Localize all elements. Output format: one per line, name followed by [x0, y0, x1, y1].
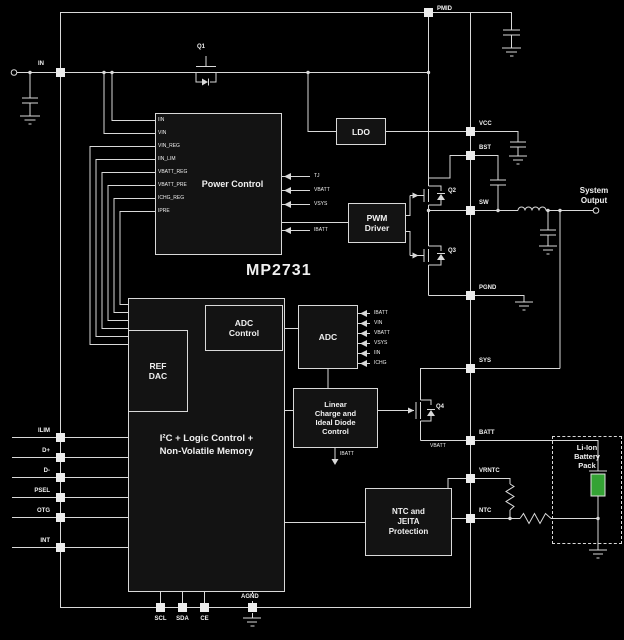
pin-ilim	[56, 433, 65, 442]
adc-block: ADC	[298, 305, 358, 369]
pin-batt	[466, 436, 475, 445]
pin-in	[56, 68, 65, 77]
adc-signal-ibatt: IBATT	[374, 310, 388, 316]
pin-sys	[466, 364, 475, 373]
system-output-terminal-icon	[592, 207, 600, 214]
pin-int	[56, 543, 65, 552]
pin-label-sys: SYS	[479, 358, 492, 364]
pin-ntc	[466, 514, 475, 523]
pin-pmid	[424, 8, 433, 17]
pin-label-ilim: ILIM	[38, 428, 50, 434]
signal-vin-reg: VIN_REG	[158, 143, 180, 149]
signal-ibatt-sense: IBATT	[314, 227, 328, 233]
pin-psel	[56, 493, 65, 502]
pin-label-ce: CE	[200, 616, 209, 622]
pin-dplus	[56, 453, 65, 462]
pin-label-dplus: D+	[42, 448, 50, 454]
linear-charge-block: Linear Charge and Ideal Diode Control	[293, 388, 378, 448]
pin-vrntc	[466, 474, 475, 483]
battery-pack-box: Li-Ion Battery Pack	[552, 436, 622, 544]
vrntc-resistor-icon	[505, 483, 515, 511]
capacitor-icons	[22, 29, 556, 236]
q4-body-diode-icon	[427, 410, 435, 416]
junction-dots	[28, 70, 600, 521]
adc-signal-ichg: ICHG	[374, 360, 387, 366]
pin-label-agnd: AGND	[240, 594, 260, 601]
signal-vsys-sense: VSYS	[314, 201, 328, 207]
signal-ibatt: IBATT	[340, 451, 354, 457]
signal-vbatt-sense: VBATT	[314, 187, 330, 193]
adc-signal-vsys: VSYS	[374, 340, 388, 346]
signal-ipre: IPRE	[158, 208, 170, 214]
arrowheads	[202, 78, 445, 465]
pin-label-otg: OTG	[37, 508, 50, 514]
pin-label-scl: SCL	[154, 616, 167, 622]
q1-body-diode-icon	[202, 78, 208, 86]
q4-label: Q4	[436, 404, 445, 410]
pin-label-vcc: VCC	[479, 121, 492, 127]
battery-cell-icon	[590, 473, 606, 497]
q2-body-diode-icon	[437, 194, 445, 200]
pin-scl	[156, 603, 165, 612]
chip-outline	[60, 12, 471, 608]
pin-ce	[200, 603, 209, 612]
pin-label-sda: SDA	[176, 616, 189, 622]
signal-iin: IIN	[158, 117, 165, 123]
ldo-block: LDO	[336, 118, 386, 145]
pin-label-psel: PSEL	[34, 488, 50, 494]
signal-vbatt-pre: VBATT_PRE	[158, 182, 187, 188]
ntc-jeita-block: NTC and JEITA Protection	[365, 488, 452, 556]
pin-label-dminus: D-	[43, 468, 50, 474]
pin-label-batt: BATT	[479, 430, 495, 436]
pin-vcc	[466, 127, 475, 136]
pin-sda	[178, 603, 187, 612]
q1-label: Q1	[197, 44, 206, 50]
pwm-driver-block: PWM Driver	[348, 203, 406, 243]
q3-label: Q3	[448, 248, 457, 254]
signal-iin-lim: IIN_LIM	[158, 156, 176, 162]
adc-control-block: ADC Control	[205, 305, 283, 351]
pin-label-pmid: PMID	[437, 6, 452, 12]
pin-agnd	[248, 603, 257, 612]
ground-icons	[20, 47, 607, 627]
adc-signal-vbatt: VBATT	[374, 330, 390, 336]
ref-dac-block: REF DAC	[128, 330, 188, 412]
power-control-block: Power Control	[155, 113, 282, 255]
system-output-label: System Output	[579, 186, 609, 205]
pin-bst	[466, 151, 475, 160]
pin-label-vrntc: VRNTC	[479, 468, 500, 474]
pin-sw	[466, 206, 475, 215]
ntc-thermistor-icon	[519, 512, 552, 525]
signal-vin: VIN	[158, 130, 167, 136]
signal-vbatt: VBATT	[429, 443, 447, 449]
q2-label: Q2	[448, 188, 457, 194]
pin-label-sw: SW	[479, 200, 489, 206]
pin-otg	[56, 513, 65, 522]
pin-dminus	[56, 473, 65, 482]
chip-title: MP2731	[246, 262, 312, 279]
pin-label-pgnd: PGND	[479, 285, 497, 291]
input-terminal-icon	[10, 69, 18, 76]
adc-signal-iin: IIN	[374, 350, 381, 356]
signal-ichg-reg: ICHG_REG	[158, 195, 185, 201]
inductor-icon	[517, 206, 547, 211]
pin-label-in: IN	[38, 61, 44, 67]
signal-vbatt-reg: VBATT_REG	[158, 169, 188, 175]
pin-label-int: INT	[40, 538, 50, 544]
pin-label-ntc: NTC	[479, 508, 492, 514]
q3-body-diode-icon	[437, 254, 445, 260]
adc-signal-vin: VIN	[374, 320, 383, 326]
pin-pgnd	[466, 291, 475, 300]
signal-tj: TJ	[314, 173, 320, 179]
pin-label-bst: BST	[479, 145, 491, 151]
